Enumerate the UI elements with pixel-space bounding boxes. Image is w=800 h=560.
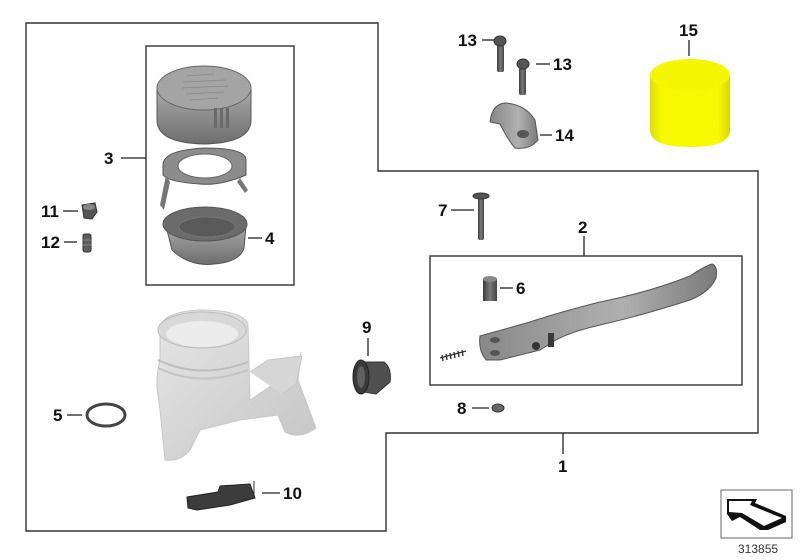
callout-1[interactable]: 1 — [558, 457, 568, 476]
callout-13a[interactable]: 13 — [458, 31, 477, 50]
master-cylinder-body-icon[interactable] — [156, 309, 317, 461]
callout-6[interactable]: 6 — [516, 279, 526, 298]
callout-5[interactable]: 5 — [53, 406, 63, 425]
highlighted-cylinder-placeholder-icon[interactable] — [650, 59, 730, 147]
sleeve-icon[interactable] — [483, 276, 497, 301]
callout-8[interactable]: 8 — [457, 399, 467, 418]
hand-lever-icon[interactable] — [439, 263, 717, 362]
callout-11[interactable]: 11 — [41, 202, 59, 221]
cap-screw-icon[interactable] — [516, 58, 530, 95]
group-3-outline — [145, 45, 295, 286]
callout-13b[interactable]: 13 — [553, 55, 572, 74]
reservoir-diaphragm-icon[interactable] — [162, 206, 248, 265]
callout-14[interactable]: 14 — [555, 126, 574, 145]
bleeder-screw-icon[interactable] — [82, 233, 92, 253]
callout-3[interactable]: 3 — [104, 149, 114, 168]
callout-12[interactable]: 12 — [41, 233, 60, 252]
group-2-outline — [429, 255, 743, 386]
callout-10[interactable]: 10 — [283, 484, 302, 503]
retaining-ring-icon[interactable] — [160, 147, 248, 210]
rubber-boot-icon[interactable] — [352, 359, 391, 395]
view-direction-arrow-icon[interactable] — [720, 489, 793, 539]
brake-light-switch-icon[interactable] — [186, 481, 256, 511]
callout-9[interactable]: 9 — [362, 318, 372, 337]
pivot-bolt-icon[interactable] — [472, 192, 490, 240]
group-1-outline — [25, 22, 759, 532]
callout-15[interactable]: 15 — [679, 21, 698, 40]
cap-screw-icon[interactable] — [493, 35, 507, 72]
callout-7[interactable]: 7 — [438, 201, 448, 220]
clamp-bracket-icon[interactable] — [489, 102, 539, 149]
nut-icon[interactable] — [491, 403, 505, 413]
o-ring-icon[interactable] — [85, 402, 127, 428]
figure-number: 313855 — [738, 542, 779, 556]
reservoir-cap-icon[interactable] — [156, 65, 252, 145]
callout-4[interactable]: 4 — [265, 229, 275, 248]
leader-lines — [63, 39, 690, 494]
callout-2[interactable]: 2 — [578, 218, 588, 237]
bleeder-cap-icon[interactable] — [81, 202, 98, 220]
